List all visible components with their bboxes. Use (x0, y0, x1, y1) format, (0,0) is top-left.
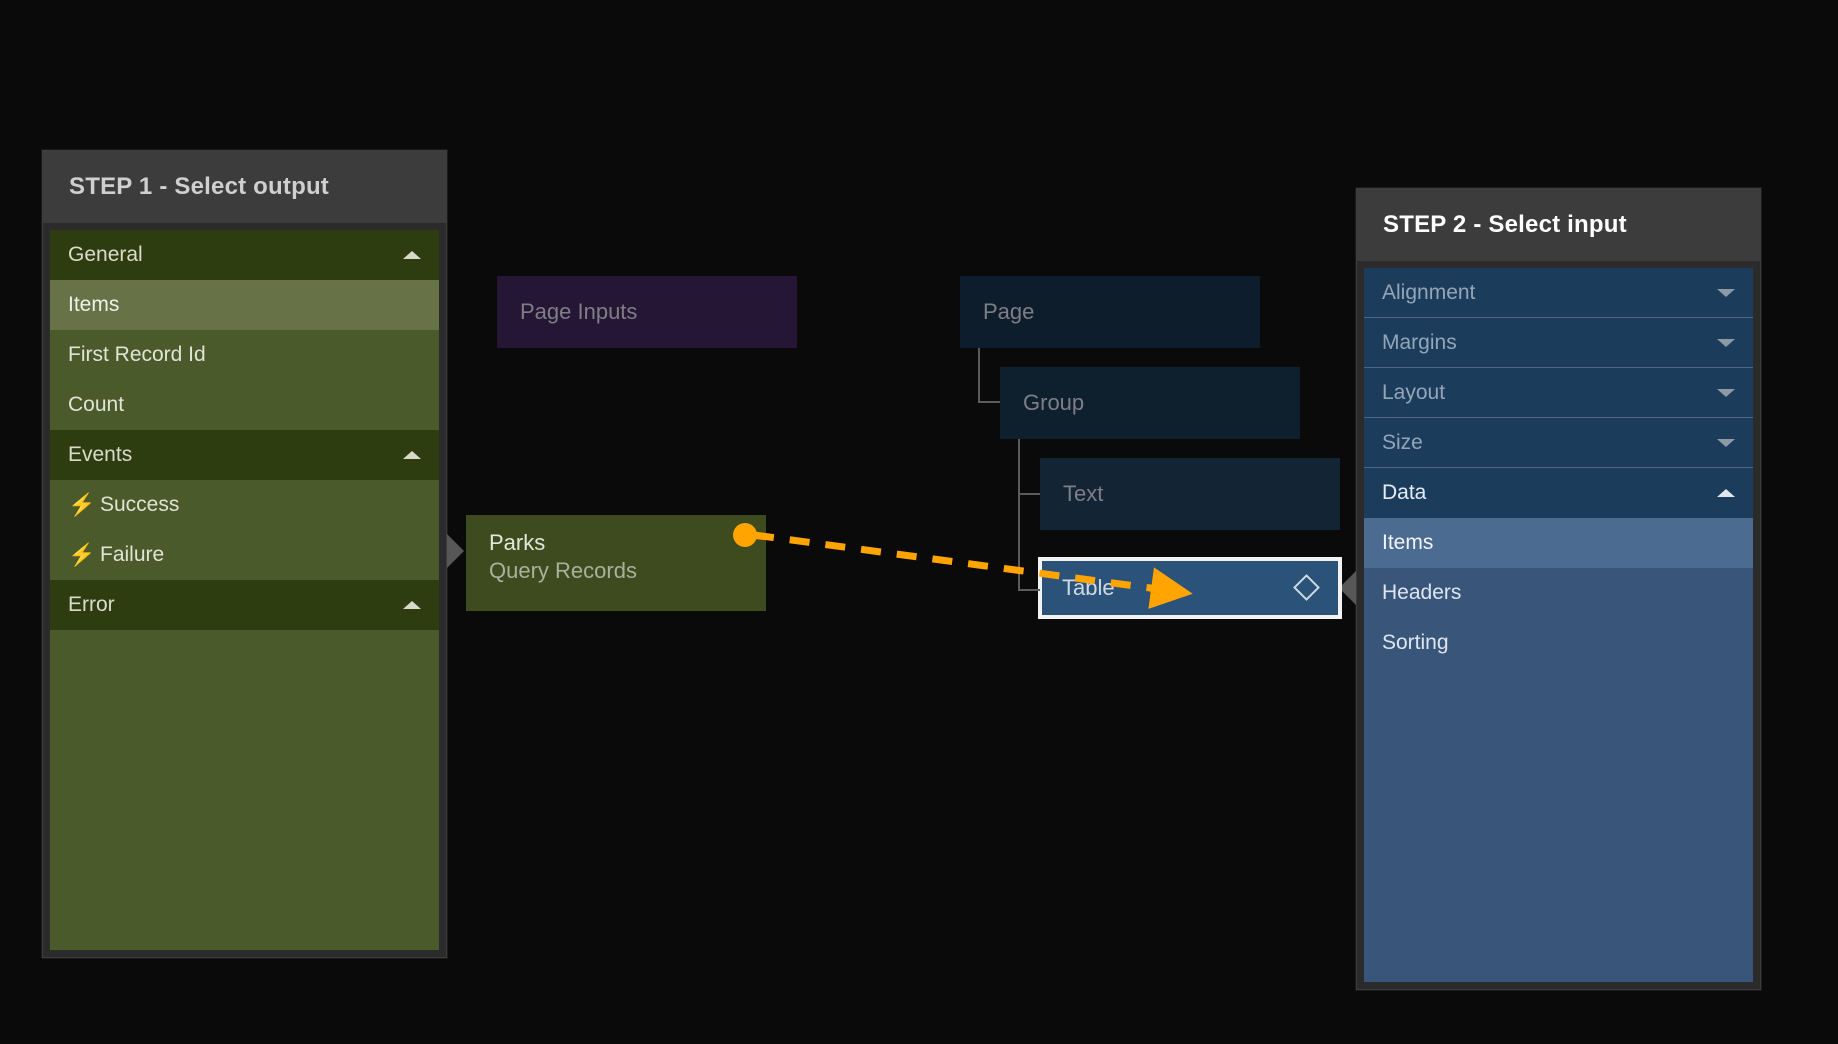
step2-list[interactable]: Alignment Margins Layout Size Data (1364, 268, 1753, 982)
node-page-inputs-label: Page Inputs (520, 299, 638, 324)
step1-section-error[interactable]: Error (50, 580, 439, 630)
step2-item-sorting[interactable]: Sorting (1364, 618, 1753, 668)
tree-connector-horizontal (978, 401, 1000, 403)
step2-item-headers-label: Headers (1382, 581, 1462, 604)
chevron-down-icon[interactable] (1717, 439, 1735, 447)
chevron-down-icon[interactable] (1717, 339, 1735, 347)
tree-connector-vertical (1018, 439, 1020, 591)
step2-section-margins-label: Margins (1382, 331, 1457, 354)
divider (1364, 467, 1753, 468)
step1-item-count[interactable]: Count (50, 380, 439, 430)
step1-list-filler (50, 630, 439, 950)
step2-section-alignment-label: Alignment (1382, 281, 1476, 304)
node-group[interactable]: Group (1000, 367, 1300, 439)
step2-section-alignment[interactable]: Alignment (1364, 268, 1753, 318)
step1-item-items[interactable]: Items (50, 280, 439, 330)
step1-item-success-label: Success (100, 493, 180, 516)
bolt-icon: ⚡ (68, 492, 96, 517)
tree-connector-vertical (978, 348, 980, 403)
tree-connector-horizontal (1018, 589, 1040, 591)
node-page[interactable]: Page (960, 276, 1260, 348)
node-page-inputs[interactable]: Page Inputs (497, 276, 797, 348)
step2-item-items-label: Items (1382, 531, 1434, 554)
step1-item-count-label: Count (68, 393, 125, 416)
chevron-down-icon[interactable] (1717, 289, 1735, 297)
step2-list-filler (1364, 668, 1753, 982)
node-text-label: Text (1063, 481, 1104, 506)
chevron-up-icon[interactable] (403, 251, 421, 259)
step2-input-arrow-icon (1339, 571, 1356, 605)
step1-item-first-record-id-label: First Record Id (68, 343, 206, 366)
step1-section-general[interactable]: General (50, 230, 439, 280)
node-group-label: Group (1023, 390, 1085, 415)
step1-item-success[interactable]: ⚡ Success (50, 480, 439, 530)
step2-section-margins[interactable]: Margins (1364, 318, 1753, 368)
chevron-up-icon[interactable] (403, 451, 421, 459)
chevron-up-icon[interactable] (1717, 489, 1735, 497)
node-table-label: Table (1062, 575, 1115, 600)
step2-item-sorting-label: Sorting (1382, 631, 1449, 654)
step2-section-data-label: Data (1382, 481, 1427, 504)
divider (1364, 317, 1753, 318)
diamond-icon (1293, 574, 1320, 601)
bolt-icon: ⚡ (68, 542, 96, 567)
chevron-down-icon[interactable] (1717, 389, 1735, 397)
node-page-label: Page (983, 299, 1035, 324)
step2-section-layout-label: Layout (1382, 381, 1446, 404)
node-text[interactable]: Text (1040, 458, 1340, 530)
step2-item-headers[interactable]: Headers (1364, 568, 1753, 618)
step2-section-size-label: Size (1382, 431, 1423, 454)
tree-connector-horizontal (1018, 493, 1040, 495)
step2-section-data[interactable]: Data (1364, 468, 1753, 518)
step1-title: STEP 1 - Select output (43, 151, 446, 223)
step1-item-items-label: Items (68, 293, 120, 316)
step1-section-general-label: General (68, 243, 143, 266)
node-parks-query-records[interactable]: Parks Query Records (466, 515, 766, 611)
chevron-up-icon[interactable] (403, 601, 421, 609)
step2-title: STEP 2 - Select input (1357, 189, 1760, 261)
step2-item-items[interactable]: Items (1364, 518, 1753, 568)
step1-select-output-panel: STEP 1 - Select output General Items Fir… (42, 150, 447, 958)
step1-list[interactable]: General Items First Record Id Count Even… (50, 230, 439, 950)
step2-section-size[interactable]: Size (1364, 418, 1753, 468)
node-table[interactable]: Table (1038, 557, 1342, 619)
node-parks-subtitle: Query Records (489, 558, 637, 584)
divider (1364, 367, 1753, 368)
step1-section-events-label: Events (68, 443, 133, 466)
node-parks-title: Parks (489, 530, 546, 555)
step1-section-error-label: Error (68, 593, 115, 616)
divider (1364, 417, 1753, 418)
step1-item-failure-label: Failure (100, 543, 165, 566)
step1-item-first-record-id[interactable]: First Record Id (50, 330, 439, 380)
step2-section-layout[interactable]: Layout (1364, 368, 1753, 418)
step1-section-events[interactable]: Events (50, 430, 439, 480)
step1-output-arrow-icon (447, 534, 464, 568)
step2-select-input-panel: STEP 2 - Select input Alignment Margins … (1356, 188, 1761, 990)
step1-item-failure[interactable]: ⚡ Failure (50, 530, 439, 580)
